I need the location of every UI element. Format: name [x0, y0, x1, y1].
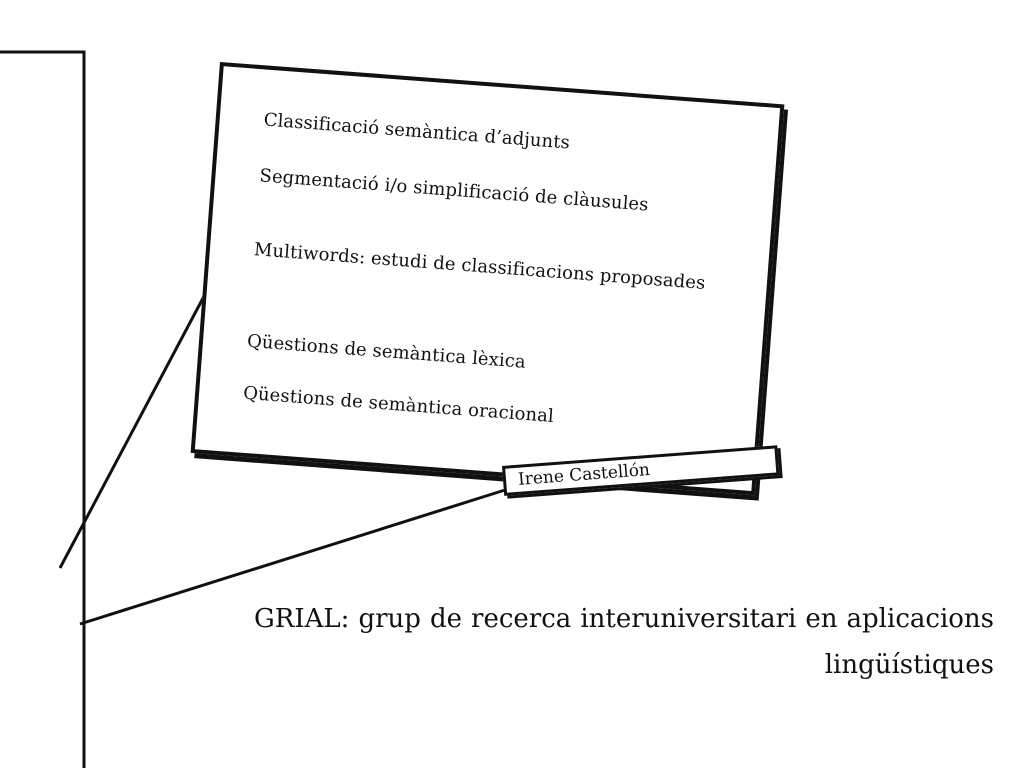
- topics-card: Classificació semàntica d’adjunts Segmen…: [190, 62, 785, 496]
- topic-item: Multiwords: estudi de classificacions pr…: [253, 239, 707, 294]
- topic-item: Qüestions de semàntica lèxica: [246, 330, 527, 373]
- topic-item: Classificació semàntica d’adjunts: [262, 109, 571, 154]
- frame-line: [0, 50, 86, 768]
- topic-item: Segmentació i/o simplificació de clàusul…: [258, 165, 650, 216]
- topic-item: Qüestions de semàntica oracional: [242, 382, 555, 427]
- card-connector-line: [58, 265, 222, 569]
- group-title: GRIAL: grup de recerca interuniversitari…: [254, 604, 994, 680]
- tag-connector-line: [79, 488, 506, 626]
